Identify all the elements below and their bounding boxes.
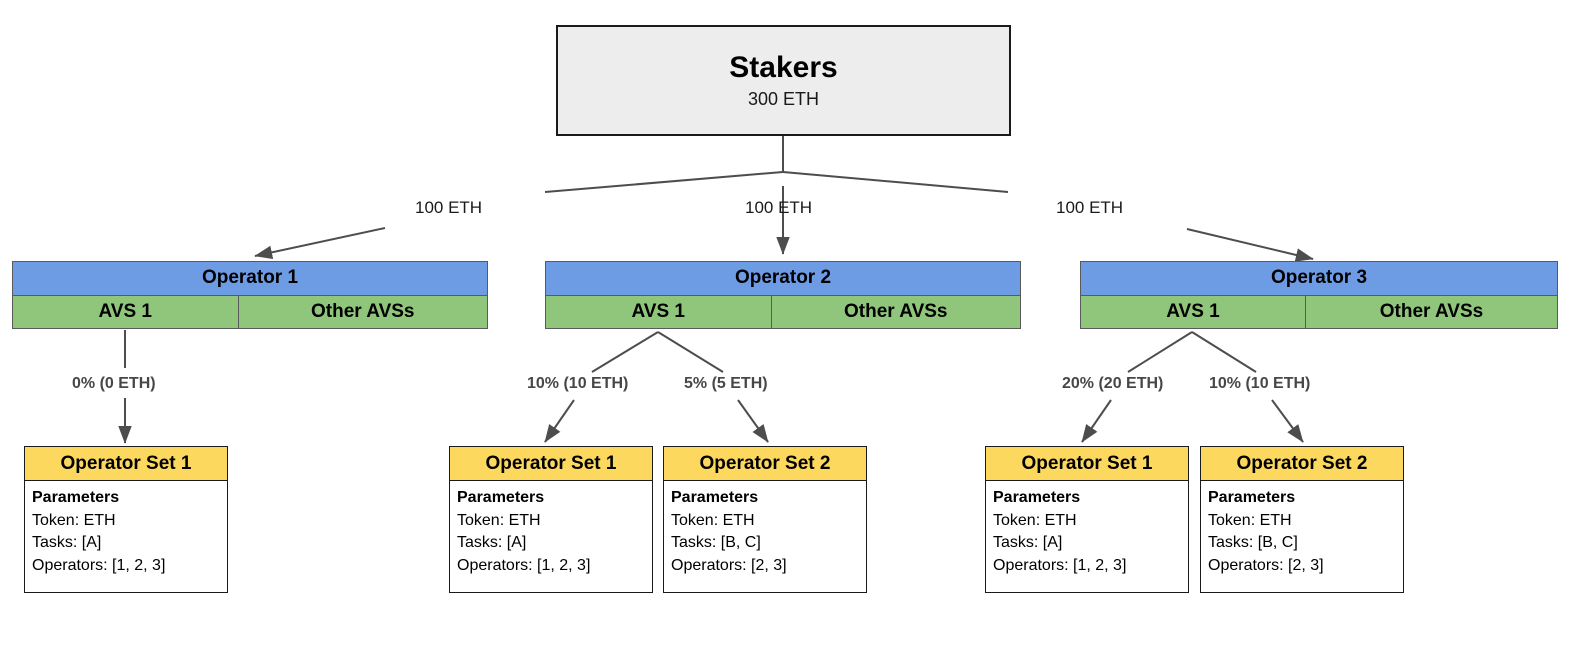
operator-1-avs-1-cell[interactable]: AVS 1	[13, 295, 239, 328]
operator-set-body: Parameters Token: ETH Tasks: [A] Operato…	[25, 481, 227, 592]
operator-set-node-op2-set2[interactable]: Operator Set 2 Parameters Token: ETH Tas…	[663, 446, 867, 593]
operator-set-node-op2-set1[interactable]: Operator Set 1 Parameters Token: ETH Tas…	[449, 446, 653, 593]
operator-node-2[interactable]: Operator 2 AVS 1 Other AVSs	[545, 261, 1021, 329]
edge-op3-to-set1	[1081, 399, 1112, 443]
operator-set-title: Operator Set 1	[25, 447, 227, 481]
operator-1-other-avss-cell[interactable]: Other AVSs	[311, 300, 415, 322]
parameters-heading: Parameters	[671, 489, 759, 506]
operator-set-body: Parameters Token: ETH Tasks: [A] Operato…	[450, 481, 652, 592]
operator-set-node-op1-set1[interactable]: Operator Set 1 Parameters Token: ETH Tas…	[24, 446, 228, 593]
edge-op3-fan-left	[1127, 331, 1193, 373]
allocation-label-op1-set1: 0% (0 ETH)	[72, 375, 156, 392]
operator-node-3[interactable]: Operator 3 AVS 1 Other AVSs	[1080, 261, 1558, 329]
param-operators: Operators: [2, 3]	[671, 557, 787, 575]
param-token: Token: ETH	[671, 511, 755, 529]
edge-stakers-to-op3-fan	[782, 171, 1009, 193]
param-tasks: Tasks: [A]	[457, 534, 527, 552]
edge-op2-fan-left	[591, 331, 659, 373]
operator-2-title: Operator 2	[546, 262, 1020, 296]
param-tasks: Tasks: [B, C]	[671, 534, 761, 552]
edge-op3-to-set2	[1271, 399, 1304, 443]
operator-set-node-op3-set1[interactable]: Operator Set 1 Parameters Token: ETH Tas…	[985, 446, 1189, 593]
edge-stakers-to-op1-fan	[544, 171, 784, 193]
stakers-node[interactable]: Stakers 300 ETH	[556, 25, 1011, 136]
allocation-label-op2-set2: 5% (5 ETH)	[684, 375, 768, 392]
param-token: Token: ETH	[1208, 511, 1292, 529]
allocation-label-op3-set1: 20% (20 ETH)	[1062, 375, 1164, 392]
param-operators: Operators: [1, 2, 3]	[993, 557, 1127, 575]
parameters-heading: Parameters	[1208, 489, 1296, 506]
operator-3-other-avss-cell[interactable]: Other AVSs	[1379, 300, 1484, 322]
param-tasks: Tasks: [B, C]	[1208, 534, 1298, 552]
delegation-label-1: 100 ETH	[415, 198, 483, 217]
param-token: Token: ETH	[993, 511, 1077, 529]
edge-op2-fan-right	[657, 331, 724, 373]
operator-set-title: Operator Set 1	[450, 447, 652, 481]
parameters-heading: Parameters	[993, 489, 1081, 506]
operator-2-other-avss-cell[interactable]: Other AVSs	[844, 300, 948, 322]
operator-set-body: Parameters Token: ETH Tasks: [B, C] Oper…	[1201, 481, 1403, 592]
operator-set-node-op3-set2[interactable]: Operator Set 2 Parameters Token: ETH Tas…	[1200, 446, 1404, 593]
param-operators: Operators: [2, 3]	[1208, 557, 1324, 575]
operator-2-avs-row: AVS 1 Other AVSs	[546, 295, 1020, 328]
operator-set-title: Operator Set 2	[1201, 447, 1403, 481]
operator-3-title: Operator 3	[1081, 262, 1557, 296]
edge-op2-to-set1	[544, 399, 575, 443]
edge-to-operator-3	[1186, 228, 1314, 262]
operator-1-avs-row: AVS 1 Other AVSs	[13, 295, 487, 328]
edge-to-operator-1	[254, 227, 386, 260]
param-token: Token: ETH	[457, 511, 541, 529]
operator-set-title: Operator Set 2	[664, 447, 866, 481]
param-tasks: Tasks: [A]	[993, 534, 1063, 552]
param-operators: Operators: [1, 2, 3]	[32, 557, 166, 575]
operator-set-body: Parameters Token: ETH Tasks: [A] Operato…	[986, 481, 1188, 592]
operator-3-avs-1-cell[interactable]: AVS 1	[1081, 295, 1306, 328]
operator-3-avs-row: AVS 1 Other AVSs	[1081, 295, 1557, 328]
operator-1-title: Operator 1	[13, 262, 487, 296]
edge-op2-to-set2	[737, 399, 769, 443]
operator-2-avs-1-cell[interactable]: AVS 1	[546, 295, 772, 328]
delegation-label-2: 100 ETH	[745, 198, 813, 217]
param-operators: Operators: [1, 2, 3]	[457, 557, 591, 575]
parameters-heading: Parameters	[457, 489, 545, 506]
parameters-heading: Parameters	[32, 489, 120, 506]
operator-set-body: Parameters Token: ETH Tasks: [B, C] Oper…	[664, 481, 866, 592]
stakers-title: Stakers	[729, 51, 838, 85]
stakers-amount: 300 ETH	[747, 89, 820, 110]
param-tasks: Tasks: [A]	[32, 534, 102, 552]
allocation-label-op3-set2: 10% (10 ETH)	[1209, 375, 1311, 392]
operator-node-1[interactable]: Operator 1 AVS 1 Other AVSs	[12, 261, 488, 329]
edge-op3-fan-right	[1191, 331, 1257, 373]
delegation-label-3: 100 ETH	[1056, 198, 1124, 217]
param-token: Token: ETH	[32, 511, 116, 529]
allocation-label-op2-set1: 10% (10 ETH)	[527, 375, 629, 392]
operator-set-title: Operator Set 1	[986, 447, 1188, 481]
